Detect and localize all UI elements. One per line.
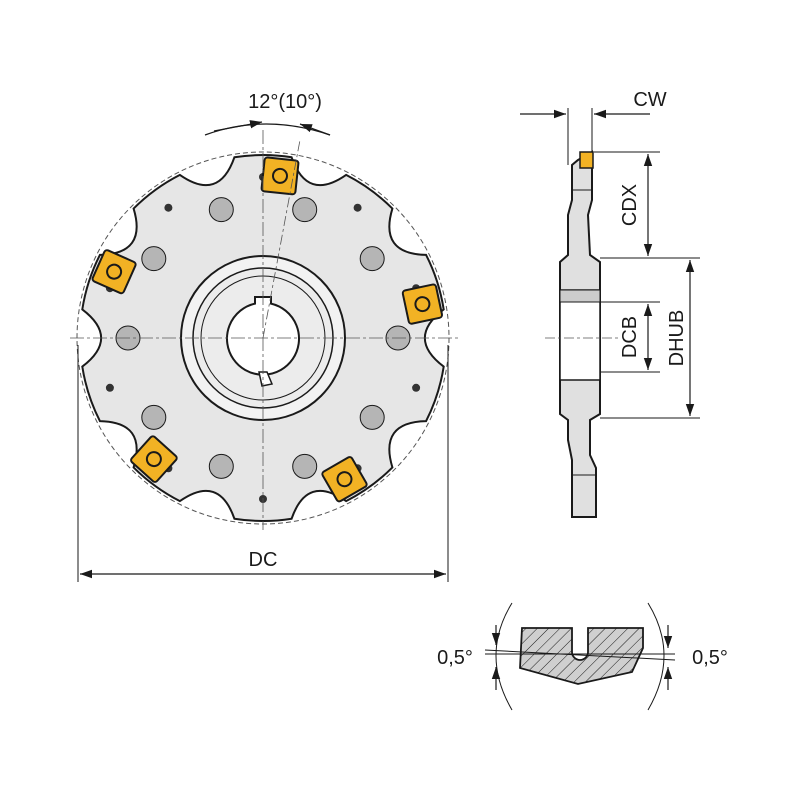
- cutting-insert: [91, 249, 137, 295]
- insert-pocket: [141, 404, 167, 430]
- angle-arrow-right: [299, 123, 331, 136]
- insert-pocket: [292, 453, 318, 479]
- side-view: CW CDX DCB DHUB: [520, 89, 700, 518]
- screw-hole: [353, 203, 362, 212]
- cutting-insert: [130, 435, 178, 483]
- screw-hole: [164, 203, 173, 212]
- cw-label: CW: [633, 89, 666, 111]
- detail-ref-line-2: [484, 649, 676, 661]
- angle-top-label: 12°(10°): [248, 91, 322, 113]
- cutting-inserts: [91, 156, 444, 503]
- angle-left-label: 0,5°: [437, 647, 473, 669]
- front-view: 12°(10°) DC: [70, 91, 458, 582]
- angle-arrow-left: [213, 120, 263, 132]
- cutting-insert: [401, 283, 444, 325]
- detail-section: [519, 627, 644, 685]
- bore-keyway-bottom: [258, 371, 274, 387]
- insert-pocket: [208, 197, 234, 223]
- screw-hole: [412, 383, 421, 392]
- detail-arc-left: [495, 602, 513, 711]
- angle-ref-line: [262, 139, 301, 339]
- dhub-label: DHUB: [666, 310, 688, 367]
- detail-view: 0,5° 0,5°: [437, 602, 728, 711]
- cutting-insert: [260, 156, 300, 196]
- insert-pocket: [292, 197, 318, 223]
- angle-right-label: 0,5°: [692, 647, 728, 669]
- cdx-label: CDX: [619, 184, 641, 226]
- insert-pocket: [359, 246, 385, 272]
- insert-pocket: [208, 453, 234, 479]
- cutting-insert: [321, 456, 368, 503]
- side-hub-section: [559, 289, 601, 381]
- insert-pocket: [141, 246, 167, 272]
- insert-pocket: [359, 404, 385, 430]
- screw-hole: [105, 383, 114, 392]
- side-insert: [579, 151, 594, 169]
- side-bore-upper: [559, 289, 601, 303]
- detail-arc-right: [647, 602, 665, 711]
- dc-label: DC: [249, 549, 278, 571]
- dcb-label: DCB: [619, 316, 641, 358]
